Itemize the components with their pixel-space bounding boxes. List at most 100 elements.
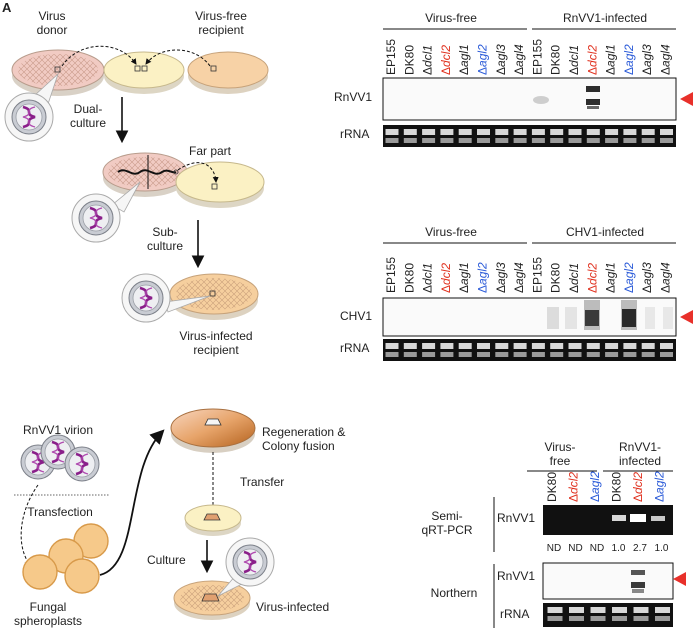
transfer-arrow-left xyxy=(61,45,137,67)
blot2-rrna-label: rRNA xyxy=(340,341,369,355)
label-virus-infected-recipient-2: recipient xyxy=(193,343,239,357)
lane-label: Δdcl1 xyxy=(421,45,435,75)
lane-label: Δagl3 xyxy=(640,262,654,293)
quant-value: ND xyxy=(568,543,582,554)
blot3-northern-rnvv1-label: RnVV1 xyxy=(497,569,535,583)
rrna-band xyxy=(605,352,619,357)
regeneration-arrow xyxy=(99,429,165,576)
lane-label: Δagl1 xyxy=(457,262,471,293)
lane-label: EP155 xyxy=(384,257,398,293)
rrna-band xyxy=(385,129,399,135)
label-rnvv1-virion: RnVV1 virion xyxy=(23,423,93,437)
diagram-transfection: RnVV1 virion Transfection Fungal spherop… xyxy=(14,408,345,628)
virion-icon xyxy=(10,98,48,136)
lane-label: DK80 xyxy=(402,263,416,293)
label-virus-donor-1: Virus xyxy=(38,9,65,23)
blot1-rrna-panel xyxy=(383,125,676,147)
blot2-group-virus-free: Virus-free xyxy=(425,225,477,239)
blot3-semi-label-1: Semi- xyxy=(431,509,462,523)
rrna-band xyxy=(547,616,563,621)
blot2-arrowhead xyxy=(680,310,693,324)
blot1-arrowhead xyxy=(680,92,693,106)
transfer-arrow-far xyxy=(177,162,219,183)
rrna-band xyxy=(422,343,436,349)
virion-icon xyxy=(231,543,269,581)
lane-label: Δagl4 xyxy=(659,44,673,75)
lane-label: Δagl1 xyxy=(604,44,618,75)
rrna-band xyxy=(612,607,627,613)
lane-label: Δagl3 xyxy=(494,262,508,293)
rrna-band xyxy=(531,343,545,349)
rrna-band xyxy=(586,138,600,143)
blot2-rrna-panel xyxy=(383,339,676,361)
dual-culture-plate xyxy=(102,152,188,197)
blot2-probe-label: CHV1 xyxy=(340,309,372,323)
rrna-band xyxy=(586,129,600,135)
rrna-band xyxy=(385,352,399,357)
lane-label: DK80 xyxy=(402,45,416,75)
rrna-band xyxy=(477,138,490,143)
lane-label: Δagl2 xyxy=(653,471,667,502)
blot3-northern-label: Northern xyxy=(431,586,478,600)
label-transfection: Transfection xyxy=(27,505,93,519)
blot3-group-infected-2: infected xyxy=(619,454,661,468)
rrna-band xyxy=(531,352,545,357)
label-fungal-spheroplasts-2: spheroplasts xyxy=(14,614,82,628)
rrna-band xyxy=(531,129,545,135)
rrna-band xyxy=(422,129,436,135)
rrna-band xyxy=(403,352,417,357)
diagram-dual-culture: Virus donor Virus-free recipient D xyxy=(4,9,269,357)
blot1-group-rnvv1-infected: RnVV1-infected xyxy=(563,11,647,25)
blot3-pcr-bands xyxy=(612,514,665,522)
rrna-band xyxy=(568,352,582,357)
rrna-band xyxy=(477,343,490,349)
rrna-band xyxy=(495,352,509,357)
label-virus-donor-2: donor xyxy=(37,23,68,37)
blot3-northern-bands xyxy=(631,570,645,593)
blot3-rrna-label: rRNA xyxy=(500,607,529,621)
rrna-band xyxy=(422,352,436,357)
lane-label: DK80 xyxy=(549,263,563,293)
rrna-band xyxy=(605,138,619,143)
rrna-band xyxy=(513,352,527,357)
lane-label: EP155 xyxy=(530,257,544,293)
blot2-bands xyxy=(547,300,673,330)
rrna-band xyxy=(550,129,564,135)
rrna-band xyxy=(550,352,564,357)
rrna-band xyxy=(655,607,670,613)
spheroplasts xyxy=(22,523,109,594)
rrna-band xyxy=(623,352,637,357)
rrna-band xyxy=(403,343,417,349)
rrna-band xyxy=(440,352,454,357)
blot1-rrna-bands xyxy=(385,129,673,143)
rrna-band xyxy=(440,343,454,349)
blot3-group-infected-1: RnVV1- xyxy=(619,440,661,454)
label-dual-culture-2: culture xyxy=(70,116,106,130)
regeneration-plate xyxy=(170,408,256,453)
rrna-band xyxy=(623,129,637,135)
lane-label: Δagl2 xyxy=(476,262,490,293)
rrna-band xyxy=(660,129,673,135)
blot2-rrna-bands xyxy=(385,343,673,357)
rrna-band xyxy=(633,607,649,613)
rrna-band xyxy=(495,343,509,349)
blot3-group-virus-free-2: free xyxy=(550,454,571,468)
panel-letter: A xyxy=(2,0,12,15)
label-virus-infected-recipient-1: Virus-infected xyxy=(179,329,252,343)
rrna-band xyxy=(550,343,564,349)
virion-icon xyxy=(63,445,101,483)
quant-value: 2.7 xyxy=(633,543,647,554)
quant-value: 1.0 xyxy=(655,543,669,554)
rrna-band xyxy=(605,343,619,349)
blot1-bands xyxy=(533,86,600,109)
label-regeneration-2: Colony fusion xyxy=(262,439,335,453)
blot3-group-virus-free-1: Virus- xyxy=(544,440,575,454)
lane-label: Δagl3 xyxy=(494,44,508,75)
blot3-arrowhead xyxy=(673,572,686,586)
lane-label: Δagl3 xyxy=(640,44,654,75)
transfer-arrow-right xyxy=(145,49,211,67)
label-sub-culture-2: culture xyxy=(147,239,183,253)
blot2-group-chv1-infected: CHV1-infected xyxy=(566,225,644,239)
